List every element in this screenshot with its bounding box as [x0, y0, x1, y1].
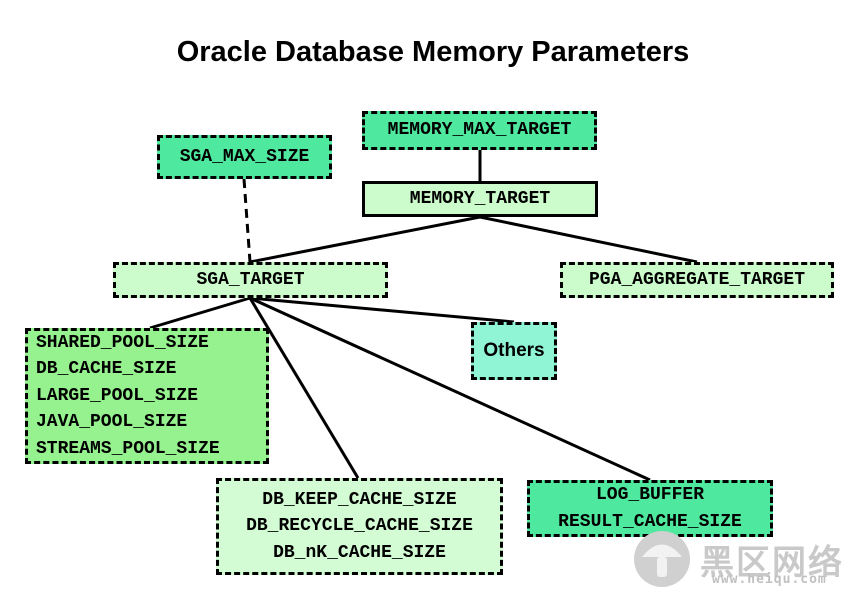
diagram-title: Oracle Database Memory Parameters	[176, 36, 690, 68]
sga-max-size-box: SGA_MAX_SIZE	[157, 135, 332, 179]
memory-target-label: MEMORY_TARGET	[409, 188, 551, 209]
db-cache-sizes-box: DB_KEEP_CACHE_SIZE DB_RECYCLE_CACHE_SIZE…	[216, 478, 503, 575]
pool-item: SHARED_POOL_SIZE	[36, 332, 209, 353]
pool-item: DB_CACHE_SIZE	[36, 359, 177, 380]
others-label: Others	[483, 339, 545, 361]
memory-max-target-box: MEMORY_MAX_TARGET	[362, 111, 597, 150]
pool-item: LARGE_POOL_SIZE	[36, 385, 199, 406]
pga-aggregate-target-label: PGA_AGGREGATE_TARGET	[588, 269, 806, 290]
sga-max-size-label: SGA_MAX_SIZE	[179, 146, 310, 167]
cache-item: DB_RECYCLE_CACHE_SIZE	[246, 516, 473, 537]
sga-target-label: SGA_TARGET	[196, 269, 305, 290]
sga-pools-box: SHARED_POOL_SIZE DB_CACHE_SIZE LARGE_POO…	[25, 328, 269, 464]
connector-sga-to-pools	[149, 296, 251, 330]
pga-aggregate-target-box: PGA_AGGREGATE_TARGET	[560, 262, 834, 298]
pool-item: STREAMS_POOL_SIZE	[36, 438, 220, 459]
watermark-text: 黑区网络	[700, 543, 844, 583]
connector-memory-target-to-sga-target	[249, 215, 481, 264]
watermark-url: www.heiqu.com	[712, 572, 827, 587]
cache-item: DB_nK_CACHE_SIZE	[273, 542, 446, 563]
connector-sga-max-to-sga-target	[242, 178, 252, 263]
others-box: Others	[471, 322, 557, 380]
memory-target-box: MEMORY_TARGET	[362, 181, 598, 217]
connector-memory-target-to-pga	[479, 215, 698, 264]
cache-item: DB_KEEP_CACHE_SIZE	[262, 489, 457, 510]
pool-item: JAVA_POOL_SIZE	[36, 412, 188, 433]
connector-sga-to-others	[249, 296, 515, 324]
mushroom-logo-icon	[634, 531, 690, 587]
buffer-item: LOG_BUFFER	[595, 485, 705, 505]
buffer-item: RESULT_CACHE_SIZE	[558, 511, 742, 532]
memory-max-target-label: MEMORY_MAX_TARGET	[387, 120, 572, 141]
sga-target-box: SGA_TARGET	[113, 262, 388, 298]
connector-sga-to-buffers	[249, 296, 651, 482]
